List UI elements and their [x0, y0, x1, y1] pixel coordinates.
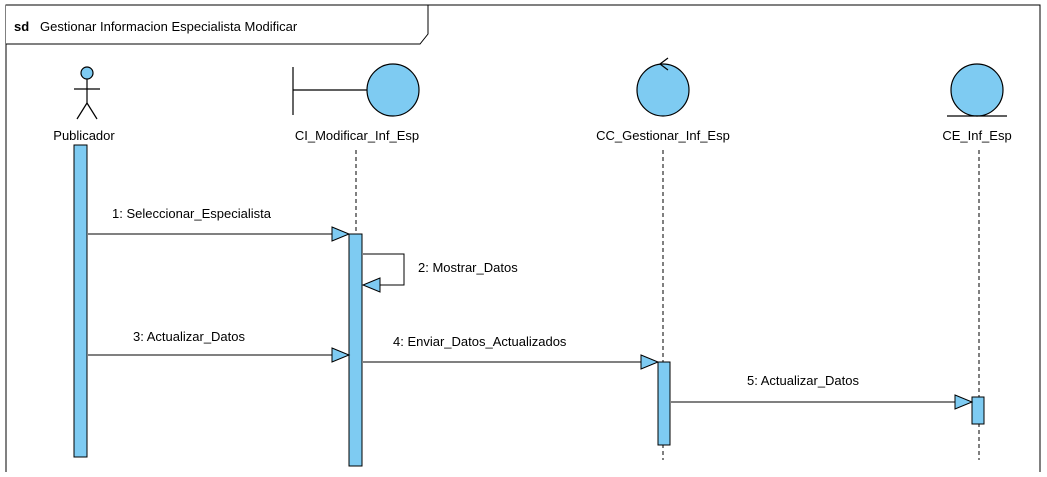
participant-entity: CE_Inf_Esp [942, 63, 1012, 143]
participant-boundary: CI_Modificar_Inf_Esp [292, 63, 420, 143]
control-icon [636, 57, 690, 117]
activation-control [657, 361, 671, 446]
arrowhead [640, 354, 660, 370]
activation-boundary [348, 233, 363, 467]
message-label: 3: Actualizar_Datos [133, 329, 246, 344]
frame-tab [6, 4, 429, 45]
message-label: 5: Actualizar_Datos [747, 373, 860, 388]
message-5: 5: Actualizar_Datos [671, 373, 974, 410]
participant-control: CC_Gestionar_Inf_Esp [596, 57, 730, 143]
activation-entity [971, 396, 985, 425]
entity-icon [947, 63, 1007, 117]
participant-label-actor: Publicador [53, 128, 115, 143]
arrowhead [331, 347, 351, 363]
arrowhead [331, 226, 351, 242]
boundary-icon [292, 63, 420, 117]
participant-label-control: CC_Gestionar_Inf_Esp [596, 128, 730, 143]
message-2: 2: Mostrar_Datos [361, 253, 518, 293]
message-3: 3: Actualizar_Datos [88, 329, 351, 363]
message-1: 1: Seleccionar_Especialista [88, 206, 351, 242]
arrowhead [361, 277, 381, 293]
message-4: 4: Enviar_Datos_Actualizados [363, 334, 660, 370]
activation-actor [73, 144, 88, 458]
participant-actor: Publicador [53, 66, 115, 143]
message-label: 4: Enviar_Datos_Actualizados [393, 334, 567, 349]
frame-title: Gestionar Informacion Especialista Modif… [40, 19, 298, 34]
actor-icon [74, 66, 100, 120]
diagram-frame: sd Gestionar Informacion Especialista Mo… [5, 4, 1041, 472]
participant-label-boundary: CI_Modificar_Inf_Esp [295, 128, 419, 143]
message-label: 2: Mostrar_Datos [418, 260, 518, 275]
arrowhead [954, 394, 974, 410]
frame-keyword: sd [14, 19, 29, 34]
message-label: 1: Seleccionar_Especialista [112, 206, 272, 221]
participant-label-entity: CE_Inf_Esp [942, 128, 1011, 143]
